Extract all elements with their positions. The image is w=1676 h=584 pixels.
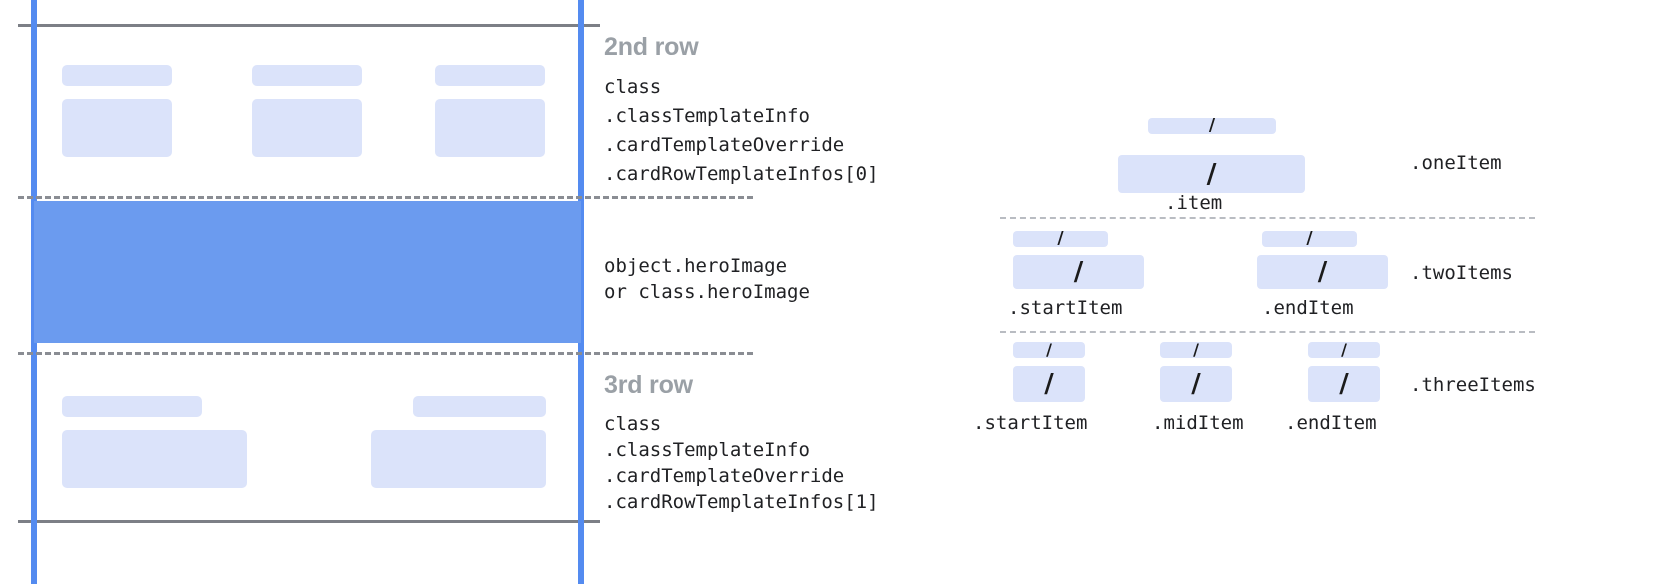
card-bottom-rule: [18, 520, 600, 523]
slash-glyph: /: [1208, 115, 1216, 136]
third-row-code-line-2: .classTemplateInfo: [604, 439, 810, 461]
two-items-start-top-slot: /: [1013, 228, 1108, 249]
item-divider-1: [1000, 217, 1535, 219]
slash-glyph: /: [1044, 369, 1054, 399]
second-row-block-placeholder-3: [435, 99, 545, 157]
three-items-start-top-slot: /: [1013, 342, 1085, 358]
one-item-main-slot: /: [1118, 155, 1305, 193]
third-row-block-placeholder-1: [62, 430, 247, 488]
one-item-group-label: .oneItem: [1410, 152, 1502, 174]
three-items-group-label: .threeItems: [1410, 374, 1536, 396]
slash-glyph: /: [1057, 228, 1064, 249]
item-variants-diagram: / / .item .oneItem / / .startItem / / .e…: [960, 0, 1676, 584]
three-items-end-top-slot: /: [1308, 342, 1380, 358]
three-items-mid-top-slot: /: [1160, 342, 1232, 358]
one-item-slot-caption: .item: [1165, 192, 1223, 214]
second-row-block-placeholder-1: [62, 99, 172, 157]
third-row-code-line-4: .cardRowTemplateInfos[1]: [604, 491, 879, 513]
second-row-code-line-3: .cardTemplateOverride: [604, 134, 845, 156]
slash-glyph: /: [1317, 257, 1328, 287]
third-row-label-placeholder-1: [62, 396, 202, 417]
second-row-label-placeholder-3: [435, 65, 545, 86]
three-items-end-caption: .endItem: [1285, 412, 1377, 434]
second-row-block-placeholder-2: [252, 99, 362, 157]
third-row-label-placeholder-2: [413, 396, 546, 417]
two-items-start-caption: .startItem: [1008, 297, 1123, 319]
third-row-code-line-3: .cardTemplateOverride: [604, 465, 845, 487]
three-items-start-caption: .startItem: [973, 412, 1088, 434]
two-items-group-label: .twoItems: [1410, 262, 1513, 284]
three-items-start-main-slot: /: [1013, 366, 1085, 402]
third-row-block-placeholder-2: [371, 430, 546, 488]
second-row-label-placeholder-1: [62, 65, 172, 86]
three-items-mid-main-slot: /: [1160, 366, 1232, 402]
slash-glyph: /: [1339, 369, 1349, 399]
two-items-end-caption: .endItem: [1262, 297, 1354, 319]
card-right-guide: [578, 0, 584, 584]
slash-glyph: /: [1073, 257, 1084, 287]
second-row-code-line-4: .cardRowTemplateInfos[0]: [604, 163, 879, 185]
slash-glyph: /: [1306, 228, 1313, 249]
item-divider-2: [1000, 331, 1535, 333]
one-item-top-slot: /: [1148, 115, 1276, 136]
hero-row-code-line-1: object.heroImage: [604, 255, 788, 277]
hero-row-code-line-2: or class.heroImage: [604, 281, 810, 303]
three-items-end-main-slot: /: [1308, 366, 1380, 402]
hero-bottom-separator: [18, 352, 753, 355]
hero-image-block: [34, 201, 581, 343]
slash-glyph: /: [1206, 158, 1217, 190]
second-row-label-placeholder-2: [252, 65, 362, 86]
two-items-start-main-slot: /: [1013, 255, 1144, 289]
third-row-title: 3rd row: [604, 371, 693, 399]
card-top-rule: [18, 24, 600, 27]
slash-glyph: /: [1046, 340, 1052, 359]
second-row-code-line-1: class: [604, 76, 662, 98]
second-row-code-line-2: .classTemplateInfo: [604, 105, 810, 127]
third-row-code-line-1: class: [604, 413, 662, 435]
hero-top-separator: [18, 196, 753, 199]
slash-glyph: /: [1193, 340, 1199, 359]
two-items-end-top-slot: /: [1262, 228, 1357, 249]
slash-glyph: /: [1341, 340, 1347, 359]
slash-glyph: /: [1191, 369, 1201, 399]
three-items-mid-caption: .midItem: [1152, 412, 1244, 434]
two-items-end-main-slot: /: [1257, 255, 1388, 289]
second-row-title: 2nd row: [604, 33, 699, 61]
card-layout-diagram: [0, 0, 753, 584]
